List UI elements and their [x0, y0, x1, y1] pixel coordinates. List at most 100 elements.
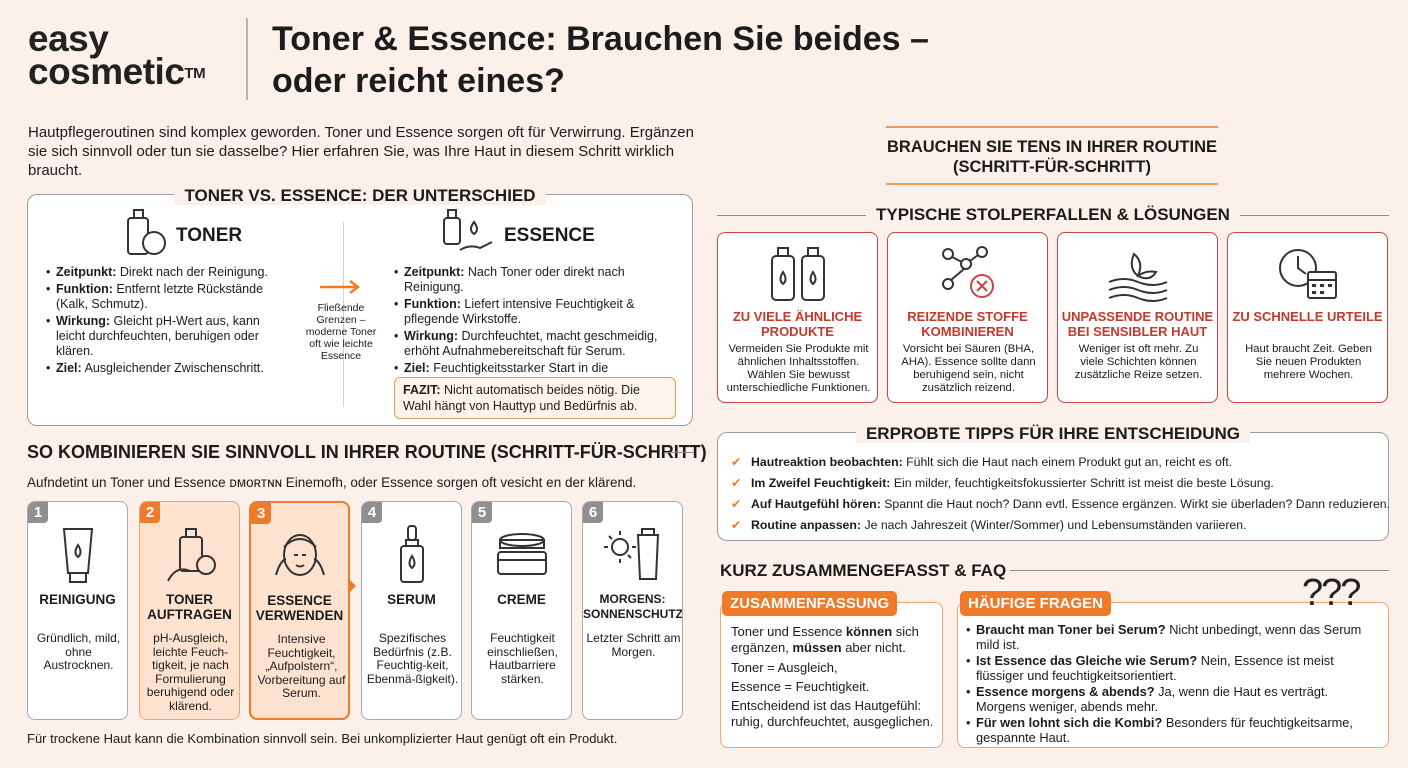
step-card-1: 1 REINIGUNG Gründlich, mild, ohne Austro… — [27, 501, 128, 720]
list-item: Zeitpunkt: Nach Toner oder direkt nach R… — [394, 265, 686, 295]
toner-title: TONER — [176, 225, 243, 246]
list-item: Ist Essence das Gleiche wie Serum? Nein,… — [966, 653, 1378, 683]
list-item: ✔Im Zweifel Feuchtigkeit: Ein milder, fe… — [731, 473, 1390, 494]
comparison-heading: TONER VS. ESSENCE: DER UNTERSCHIED — [27, 186, 693, 206]
card-title: UNPASSENDE ROUTINE BEI SENSIBLER HAUT — [1061, 309, 1214, 339]
skin-layers-icon — [1058, 241, 1217, 307]
step-desc: Spezifisches Bedürfnis (z.B. Feuchtig-ke… — [366, 631, 459, 686]
step-number: 2 — [140, 502, 160, 523]
summary-text: Toner und Essence können sich ergänzen, … — [731, 624, 934, 729]
cream-jar-icon — [472, 520, 571, 590]
intro-text: Hautpflegeroutinen sind komplex geworden… — [28, 124, 694, 179]
logo-line1: easy — [28, 18, 109, 59]
pitfall-card-3: UNPASSENDE ROUTINE BEI SENSIBLER HAUT We… — [1057, 232, 1218, 403]
essence-dropper-hand-icon — [442, 208, 496, 264]
tips-list: ✔Hautreaktion beobachten: Fühlt sich die… — [731, 452, 1390, 536]
questions-title: HÄUFIGE FRAGEN — [960, 591, 1111, 616]
step-desc: pH-Ausgleich, leichte Feuch-tigkeit, je … — [146, 631, 235, 713]
step-number: 5 — [472, 502, 492, 523]
card-desc: Vermeiden Sie Produkte mit ähnlichen Inh… — [726, 343, 871, 394]
step-name: SERUM — [387, 592, 436, 607]
list-item: ✔Routine anpassen: Je nach Jahreszeit (W… — [731, 515, 1390, 536]
fazit-box: FAZIT: Nicht automatisch beides nötig. D… — [394, 377, 676, 419]
card-title: ZU VIELE ÄHNLICHE PRODUKTE — [732, 309, 863, 339]
steps-divider — [664, 452, 694, 453]
arrow-right-icon — [318, 280, 364, 299]
essence-list: Zeitpunkt: Nach Toner oder direkt nach R… — [394, 265, 686, 393]
steps-subtitle: Aufndetint un Toner und Essence ᴅᴍᴏʀᴛɴɴ … — [27, 475, 637, 490]
clock-calendar-icon — [1228, 241, 1387, 307]
list-item: Wirkung: Gleicht pH-Wert aus, kann leich… — [46, 314, 276, 359]
step-name: TONER AUFTRAGEN — [147, 592, 232, 622]
sunscreen-icon — [583, 520, 682, 590]
checkmark-icon: ✔ — [731, 497, 742, 511]
card-desc: Vorsicht bei Säuren (BHA, AHA). Essence … — [901, 343, 1036, 394]
list-item: Ziel: Ausgleichender Zwischenschritt. — [46, 361, 276, 376]
step-card-2: 2 TONER AUFTRAGEN pH-Ausgleich, leichte … — [139, 501, 240, 720]
step-name: ESSENCE VERWENDEN — [255, 593, 344, 623]
list-item: Funktion: Liefert intensive Feuchtigkeit… — [394, 297, 686, 327]
questions-list: Braucht man Toner bei Serum? Nicht unbed… — [966, 622, 1378, 747]
toner-bottle-icon — [124, 208, 168, 264]
card-title: ZU SCHNELLE URTEILE — [1232, 309, 1383, 324]
step-card-6: 6 MORGENS: SONNENSCHUTZ Letzter Schritt … — [582, 501, 683, 720]
header-divider — [246, 18, 248, 100]
step-desc: Gründlich, mild, ohne Austrocknen. — [36, 631, 121, 672]
essence-header: ESSENCE — [442, 208, 595, 264]
step-card-4: 4 SERUM Spezifisches Bedürfnis (z.B. Feu… — [361, 501, 462, 720]
step-card-5: 5 CREME Feuchtigkeit einschließen, Hautb… — [471, 501, 572, 720]
serum-dropper-icon — [362, 520, 461, 590]
cleanser-tube-icon — [28, 520, 127, 590]
title-line2: oder reicht eines? — [272, 62, 565, 100]
step-number: 6 — [583, 502, 603, 523]
card-desc: Weniger ist oft mehr. Zu viele Schichten… — [1074, 343, 1203, 381]
list-item: ✔Hautreaktion beobachten: Fühlt sich die… — [731, 452, 1390, 473]
title-line1: Toner & Essence: Brauchen Sie beides – — [272, 20, 929, 58]
faq-heading: KURZ ZUSAMMENGEFASST & FAQ — [720, 561, 1007, 580]
step-name: REINIGUNG — [39, 592, 116, 607]
arrow-note: Fließende Grenzen – moderne Toner oft wi… — [305, 302, 377, 362]
list-item: Wirkung: Durchfeuchtet, macht geschmeidi… — [394, 329, 686, 359]
list-item: ✔Auf Hautgefühl hören: Spannt die Haut n… — [731, 494, 1390, 515]
logo-trademark: TM — [184, 65, 206, 82]
list-item: Braucht man Toner bei Serum? Nicht unbed… — [966, 622, 1378, 652]
brand-logo: easy cosmeticTM — [28, 18, 206, 90]
step-card-3: 3 ESSENCE VERWENDEN Intensive Feuchtigke… — [249, 501, 350, 720]
face-pat-icon — [251, 521, 348, 591]
pitfall-card-1: ZU VIELE ÄHNLICHE PRODUKTE Vermeiden Sie… — [717, 232, 878, 403]
question-marks-icon: ??? — [1302, 572, 1361, 614]
step-name: CREME — [497, 592, 546, 607]
step-number: 4 — [362, 502, 382, 523]
list-item: Essence morgens & abends? Ja, wenn die H… — [966, 684, 1378, 714]
checkmark-icon: ✔ — [731, 518, 742, 532]
checkmark-icon: ✔ — [731, 455, 742, 469]
step-pointer — [348, 578, 356, 594]
toner-pad-icon — [140, 520, 239, 590]
checkmark-icon: ✔ — [731, 476, 742, 490]
step-number: 3 — [251, 503, 271, 524]
tips-heading: ERPROBTE TIPPS FÜR IHRE ENTSCHEIDUNG — [717, 424, 1389, 444]
step-number: 1 — [28, 502, 48, 523]
pitfalls-heading: TYPISCHE STOLPERFALLEN & LÖSUNGEN — [717, 205, 1389, 225]
tips-box — [717, 432, 1389, 541]
pitfall-card-2: REIZENDE STOFFE KOMBINIEREN Vorsicht bei… — [887, 232, 1048, 403]
essence-title: ESSENCE — [504, 225, 595, 246]
card-desc: Haut braucht Zeit. Geben Sie neuen Produ… — [1245, 343, 1372, 381]
faq-divider — [1010, 570, 1389, 571]
routine-title: BRAUCHEN SIE TENS IN IHRER ROUTINE (SCHR… — [886, 126, 1218, 185]
molecule-x-icon — [888, 241, 1047, 307]
steps-footer: Für trockene Haut kann die Kombination s… — [27, 731, 618, 746]
steps-heading: SO KOMBINIEREN SIE SINNVOLL IN IHRER ROU… — [27, 442, 707, 462]
toner-header: TONER — [124, 208, 242, 264]
pitfall-card-4: ZU SCHNELLE URTEILE Haut braucht Zeit. G… — [1227, 232, 1388, 403]
comparison-divider — [343, 222, 344, 407]
card-title: REIZENDE STOFFE KOMBINIEREN — [907, 309, 1028, 339]
list-item: Für wen lohnt sich die Kombi? Besonders … — [966, 715, 1378, 745]
step-name: MORGENS: SONNENSCHUTZ — [583, 592, 683, 621]
toner-list: Zeitpunkt: Direkt nach der Reinigung. Fu… — [46, 265, 276, 378]
list-item: Zeitpunkt: Direkt nach der Reinigung. — [46, 265, 276, 280]
page-title: Toner & Essence: Brauchen Sie beides – o… — [272, 18, 1032, 102]
step-desc: Intensive Feuchtigkeit, „Aufpolstern“, V… — [257, 632, 346, 700]
summary-box — [720, 602, 943, 748]
step-desc: Feuchtigkeit einschließen, Hautbarriere … — [487, 631, 558, 686]
